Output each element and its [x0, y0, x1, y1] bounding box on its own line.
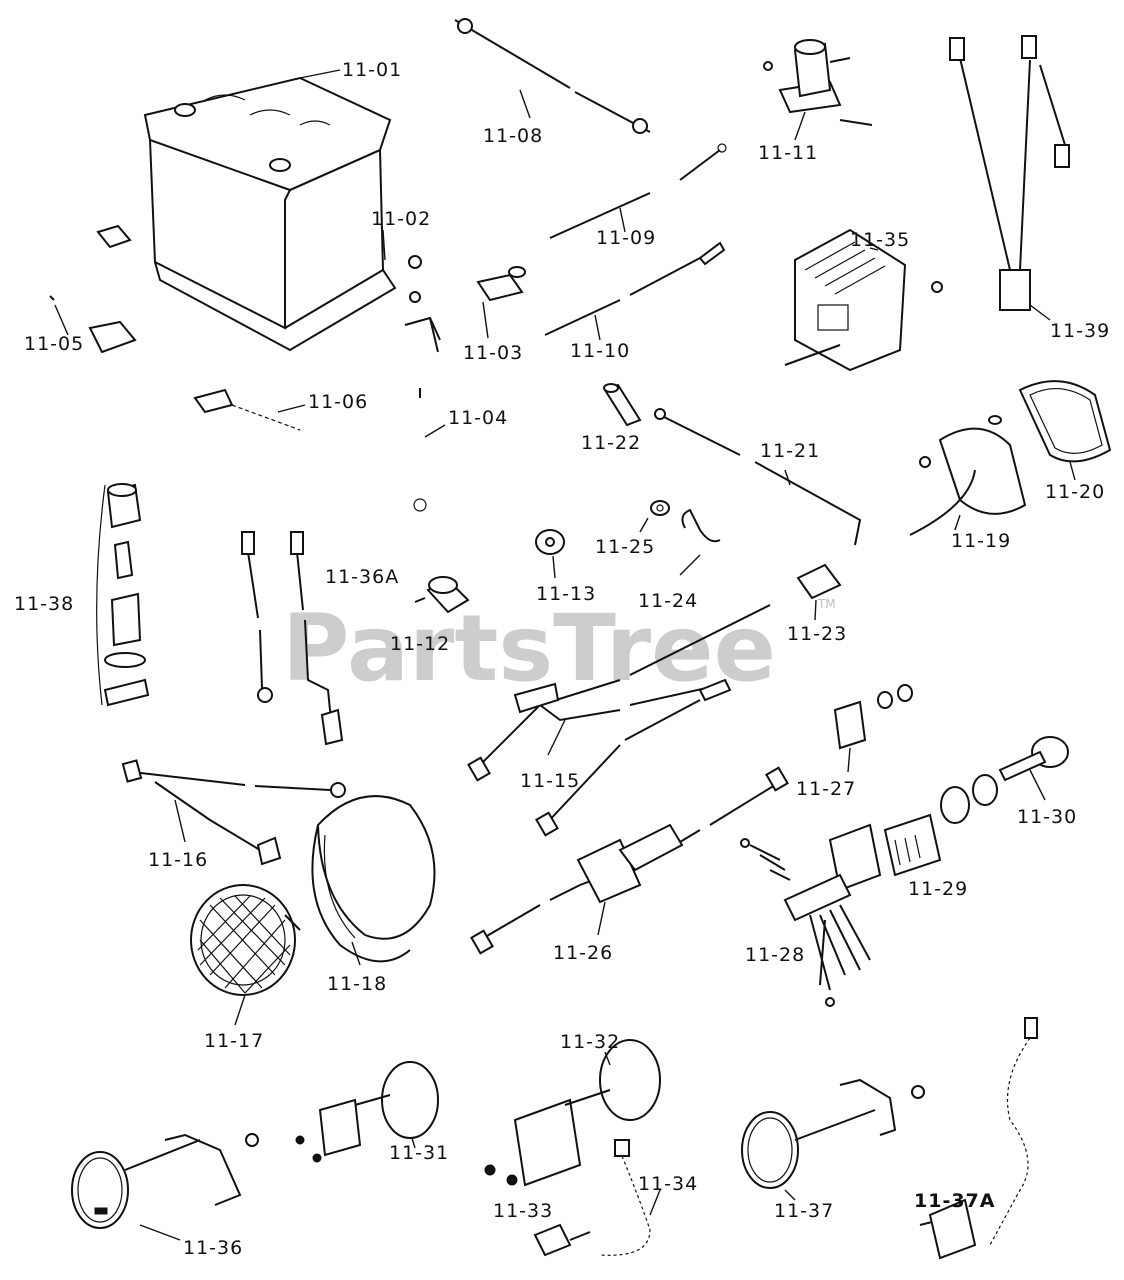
part-solenoid[interactable]	[763, 39, 873, 141]
part-light-socket-assembly[interactable]	[96, 483, 150, 707]
part-wiring-harness-28[interactable]	[740, 823, 882, 1007]
label-11-15: 11-15	[520, 770, 580, 792]
part-tail-light-base[interactable]	[909, 415, 1027, 536]
label-11-35: 11-35	[850, 229, 910, 251]
part-terminal-bolt[interactable]	[193, 388, 306, 431]
label-11-27: 11-27	[796, 778, 856, 800]
part-grommet[interactable]	[639, 500, 670, 533]
label-11-28: 11-28	[745, 944, 805, 966]
label-11-32: 11-32	[560, 1031, 620, 1053]
part-headlight-housing[interactable]	[311, 795, 436, 966]
part-hold-down-rod[interactable]	[413, 388, 446, 512]
label-11-24: 11-24	[638, 590, 698, 612]
part-wire-harness-39[interactable]	[949, 35, 1070, 321]
part-sender-wire[interactable]	[599, 1139, 661, 1256]
part-connector-23[interactable]	[796, 563, 842, 621]
part-cable-09[interactable]	[549, 143, 727, 239]
part-ignition-key[interactable]	[998, 736, 1069, 801]
part-sender-unit[interactable]	[533, 1223, 591, 1257]
label-11-30: 11-30	[1017, 806, 1077, 828]
part-jumper-wires[interactable]	[241, 531, 344, 746]
part-temperature-sender[interactable]	[919, 1017, 1038, 1260]
part-gauge-32[interactable]	[484, 1039, 661, 1187]
watermark-text: PartsTree	[282, 595, 776, 702]
label-11-11: 11-11	[758, 142, 818, 164]
label-11-12: 11-12	[390, 633, 450, 655]
label-11-04: 11-04	[448, 407, 508, 429]
part-toggle-switch[interactable]	[833, 684, 913, 773]
part-hold-down-bracket[interactable]	[476, 266, 526, 339]
label-11-19: 11-19	[951, 530, 1011, 552]
part-tail-light-lens[interactable]	[1018, 380, 1112, 481]
watermark-trademark: TM	[817, 597, 836, 611]
part-wire-clip[interactable]	[679, 508, 721, 576]
label-11-20: 11-20	[1045, 481, 1105, 503]
part-brake-switch[interactable]	[414, 576, 470, 614]
part-terminal-clip[interactable]	[49, 224, 137, 354]
part-battery-cable[interactable]	[454, 18, 651, 134]
part-spacer[interactable]	[603, 383, 642, 427]
label-11-31: 11-31	[389, 1142, 449, 1164]
part-main-harness[interactable]	[467, 604, 771, 837]
part-ground-cable[interactable]	[121, 759, 346, 866]
label-11-33: 11-33	[493, 1200, 553, 1222]
label-11-09: 11-09	[596, 227, 656, 249]
part-hour-meter[interactable]	[71, 1133, 259, 1241]
part-washer[interactable]	[535, 529, 565, 579]
label-11-02: 11-02	[371, 208, 431, 230]
label-11-25: 11-25	[595, 536, 655, 558]
label-11-22: 11-22	[581, 432, 641, 454]
label-11-34: 11-34	[638, 1173, 698, 1195]
label-11-23: 11-23	[787, 623, 847, 645]
label-11-37A: 11-37A	[914, 1190, 995, 1212]
label-11-18: 11-18	[327, 973, 387, 995]
label-11-37: 11-37	[774, 1200, 834, 1222]
part-cable-10[interactable]	[544, 241, 726, 341]
label-11-06: 11-06	[308, 391, 368, 413]
part-gauge-37[interactable]	[741, 1078, 925, 1201]
label-11-36: 11-36	[183, 1237, 243, 1259]
part-headlight[interactable]	[190, 884, 301, 1026]
label-11-21: 11-21	[760, 440, 820, 462]
label-11-10: 11-10	[570, 340, 630, 362]
part-battery-hardware[interactable]	[382, 229, 441, 353]
label-11-26: 11-26	[553, 942, 613, 964]
label-11-08: 11-08	[483, 125, 543, 147]
label-11-38: 11-38	[14, 593, 74, 615]
label-11-36A: 11-36A	[325, 566, 399, 588]
label-11-03: 11-03	[463, 342, 523, 364]
label-11-16: 11-16	[148, 849, 208, 871]
label-11-13: 11-13	[536, 583, 596, 605]
label-11-05: 11-05	[24, 333, 84, 355]
callout-labels: 11-01 11-02 11-03 11-04 11-05 11-06 11-0…	[14, 59, 1110, 1259]
part-voltage-regulator[interactable]	[784, 228, 943, 372]
watermark: PartsTree TM	[282, 595, 836, 702]
label-11-17: 11-17	[204, 1030, 264, 1052]
part-gauge-31[interactable]	[295, 1061, 439, 1163]
part-battery[interactable]	[143, 69, 397, 352]
label-11-29: 11-29	[908, 878, 968, 900]
label-11-01: 11-01	[342, 59, 402, 81]
part-headlight-harness[interactable]	[470, 766, 789, 955]
part-light-wire[interactable]	[654, 408, 862, 546]
label-11-39: 11-39	[1050, 320, 1110, 342]
part-ignition-switch[interactable]	[883, 774, 998, 877]
